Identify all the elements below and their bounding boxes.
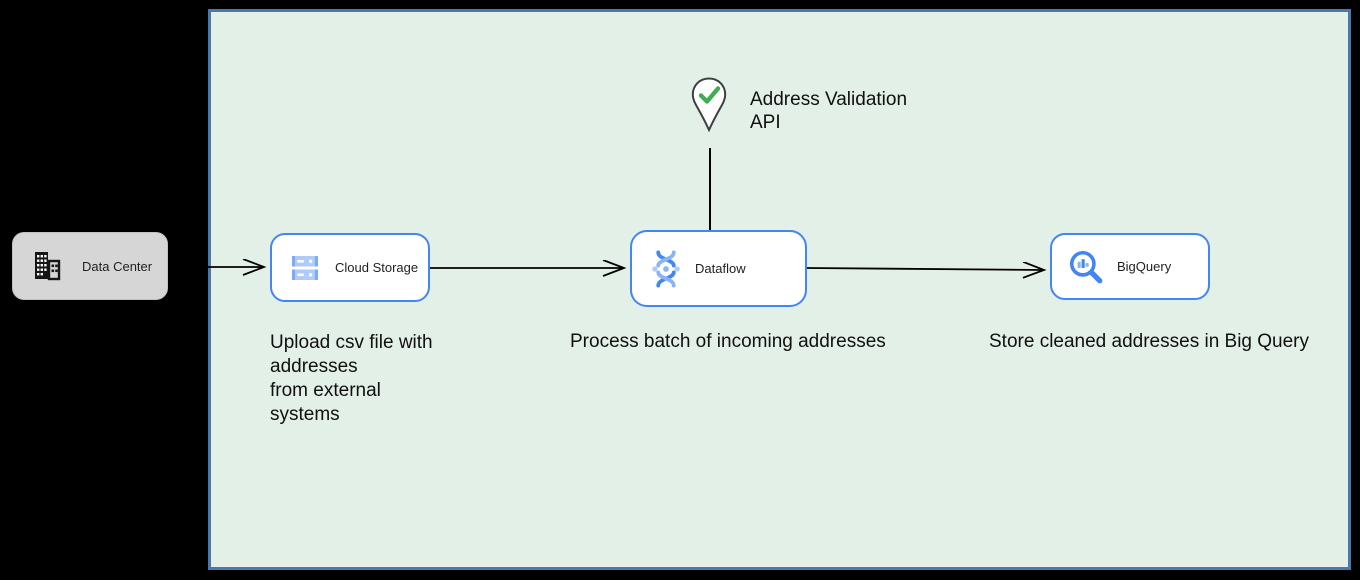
bigquery-label: BigQuery [1117, 259, 1172, 274]
map-pin-check-icon [690, 77, 728, 137]
address-validation-label: Address Validation API [750, 89, 908, 133]
cloud-storage-node[interactable]: Cloud Storage [270, 233, 430, 302]
dataflow-node[interactable]: Dataflow [630, 230, 807, 307]
data-center-node[interactable]: Data Center [12, 232, 168, 300]
dataflow-label: Dataflow [695, 261, 746, 276]
bigquery-caption: Store cleaned addresses in Big Query [989, 331, 1310, 352]
dataflow-icon [646, 249, 686, 289]
bigquery-node[interactable]: BigQuery [1050, 233, 1210, 300]
address-validation-node[interactable] [690, 77, 728, 138]
cloud-storage-caption: Upload csv file with addresses from exte… [270, 332, 433, 425]
dataflow-caption: Process batch of incoming addresses [570, 331, 886, 352]
data-center-label: Data Center [82, 258, 153, 274]
bigquery-icon [1067, 248, 1105, 286]
cloud-storage-icon [287, 250, 323, 286]
cloud-storage-label: Cloud Storage [335, 260, 419, 275]
building-icon [29, 248, 65, 284]
